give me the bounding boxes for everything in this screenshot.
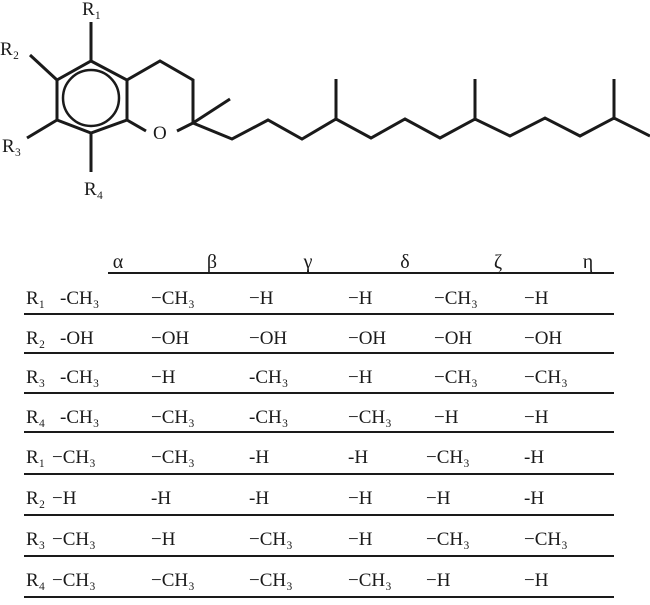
table-cell: −CH₃ [426, 529, 470, 550]
header-rule [108, 272, 614, 274]
table-cell: −CH₃ [151, 570, 195, 591]
table-cell: −OH [348, 327, 387, 349]
table-cell: −H [524, 288, 549, 309]
table-cell: −H [348, 529, 373, 550]
table-cell: −H [151, 367, 176, 388]
row-rule [24, 392, 614, 394]
column-header: α [112, 251, 124, 273]
table-cell: -CH₃ [249, 406, 289, 428]
row-label: R₄ [26, 570, 46, 591]
table-cell: -CH₃ [249, 367, 289, 388]
table-cell: −H [151, 529, 176, 550]
row-label: R₁ [26, 288, 46, 309]
r2-label: R₂ [0, 39, 20, 60]
table-cell: −OH [249, 327, 288, 349]
o-c2-bond [176, 121, 194, 133]
table-cell: −CH₃ [52, 447, 96, 468]
table-cell: −OH [151, 327, 190, 349]
table-cell: −CH₃ [151, 406, 195, 428]
table-cell: −CH₃ [249, 529, 293, 550]
table-cell: −CH₃ [348, 406, 392, 428]
r4-label: R₄ [84, 179, 104, 200]
table-cell: −H [348, 288, 373, 309]
chroman-ring [126, 59, 195, 123]
row-rule [24, 555, 614, 557]
table-cell: −CH₃ [434, 367, 478, 388]
table-cell: −CH₃ [426, 447, 470, 468]
table-cell: −OH [524, 327, 563, 349]
table-cell: -CH₃ [60, 288, 100, 309]
row-label: R₄ [26, 406, 46, 428]
column-header: η [582, 251, 594, 273]
row-rule [24, 313, 614, 315]
phytyl-chain [192, 116, 650, 141]
column-header: β [206, 251, 218, 273]
table-cell: −H [434, 406, 459, 428]
r3-bond [26, 118, 58, 140]
tocopherol-structure [26, 22, 650, 172]
row-rule [24, 514, 614, 516]
table-cell: −CH₃ [151, 447, 195, 468]
table-cell: −H [249, 288, 274, 309]
table-cell: −H [524, 570, 549, 591]
table-cell: −H [348, 367, 373, 388]
table-cell: -CH₃ [60, 367, 100, 388]
table-cell: −CH₃ [524, 529, 568, 550]
table-cell: −CH₃ [52, 529, 96, 550]
column-header: ζ [493, 251, 503, 273]
column-header: δ [400, 251, 410, 273]
table-cell: −CH₃ [524, 367, 568, 388]
benzene-ring [55, 59, 129, 135]
r3-label: R₃ [2, 136, 22, 157]
table-cell: -H [524, 488, 545, 509]
column-header: γ [303, 251, 313, 273]
row-label: R₂ [26, 488, 46, 509]
table-cell: −CH₃ [249, 570, 293, 591]
table-cell: −H [52, 488, 77, 509]
row-rule [24, 473, 614, 475]
row-label: R₂ [26, 327, 46, 349]
table-cell: -CH₃ [60, 406, 100, 428]
row-rule [24, 431, 614, 433]
table-cell: −H [426, 570, 451, 591]
table-cell: -OH [60, 327, 94, 349]
row-label: R₃ [26, 367, 46, 388]
table-cell: -H [249, 488, 270, 509]
c8a-o-bond [126, 118, 147, 133]
row-label: R₃ [26, 529, 46, 550]
c2-methyl [192, 97, 231, 125]
table-cell: −H [426, 488, 451, 509]
row-rule [24, 596, 614, 598]
ring-oxygen-label: O [153, 123, 167, 144]
table-cell: -H [249, 447, 270, 468]
table-cell: −H [524, 406, 549, 428]
table-cell: −CH₃ [52, 570, 96, 591]
table-cell: −H [348, 488, 373, 509]
r1-label: R₁ [82, 0, 102, 20]
row-rule [24, 352, 614, 354]
table-cell: -H [348, 447, 369, 468]
table-cell: −CH₃ [348, 570, 392, 591]
aromatic-circle [61, 68, 121, 128]
row-label: R₁ [26, 447, 46, 468]
r2-bond [28, 53, 59, 82]
table-cell: −CH₃ [151, 288, 195, 309]
table-cell: −CH₃ [434, 288, 478, 309]
table-cell: -H [524, 447, 545, 468]
table-cell: −OH [434, 327, 473, 349]
table-cell: -H [151, 488, 172, 509]
